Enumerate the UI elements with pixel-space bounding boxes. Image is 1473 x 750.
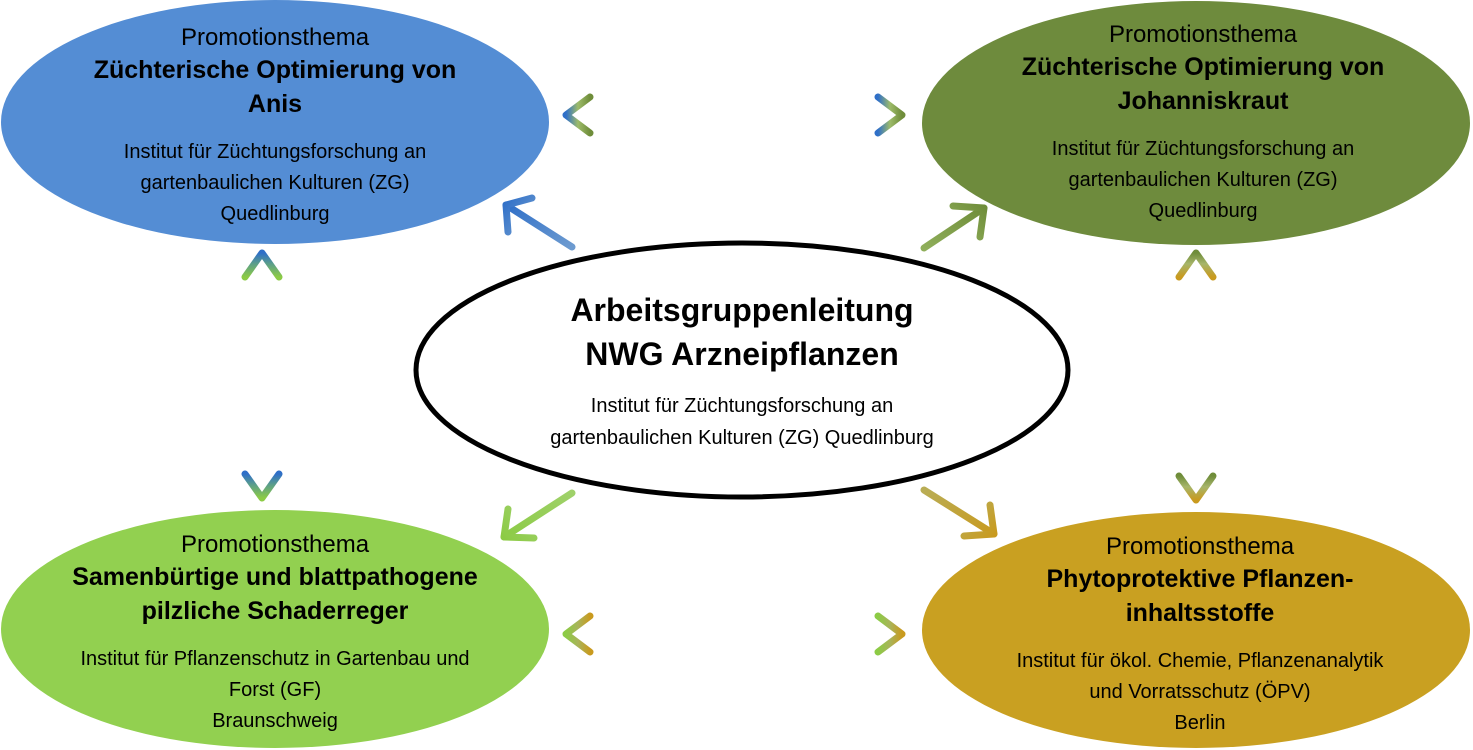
node-inhaltsstoffe-inst-line2: und Vorratsschutz (ÖPV) <box>1089 681 1311 703</box>
center-node: Arbeitsgruppenleitung NWG Arzneipflanzen… <box>442 288 1042 454</box>
node-inhaltsstoffe-title-line2: inhaltsstoffe <box>1125 599 1275 627</box>
center-inst-line2: gartenbaulichen Kulturen (ZG) Quedlinbur… <box>550 427 934 449</box>
node-inhaltsstoffe: Promotionsthema Phytoprotektive Pflanzen… <box>945 532 1455 739</box>
node-pilze: Promotionsthema Samenbürtige und blattpa… <box>10 530 540 737</box>
node-johanniskraut-inst-line1: Institut für Züchtungsforschung an <box>1051 138 1355 160</box>
node-anis-title-line2: Anis <box>247 90 303 118</box>
node-pilze-inst-line1: Institut für Pflanzenschutz in Gartenbau… <box>80 648 470 670</box>
node-anis-inst-line1: Institut für Züchtungsforschung an <box>123 141 427 163</box>
node-anis-inst-line2: gartenbaulichen Kulturen (ZG) <box>140 172 410 194</box>
node-inhaltsstoffe-title-line1: Phytoprotektive Pflanzen- <box>1046 565 1354 593</box>
node-johanniskraut-title-line1: Züchterische Optimierung von <box>1021 53 1385 81</box>
arrow-center-johanniskraut <box>920 202 988 252</box>
node-johanniskraut-inst-line2: gartenbaulichen Kulturen (ZG) <box>1068 169 1338 191</box>
arrow-anis-pilze <box>241 249 283 502</box>
node-inhaltsstoffe-label: Promotionsthema <box>1105 533 1295 560</box>
arrow-center-anis <box>502 194 576 251</box>
arrow-johanniskraut-inhaltsstoffe <box>1175 249 1217 504</box>
center-inst-line1: Institut für Züchtungsforschung an <box>590 395 894 417</box>
node-pilze-ellipse <box>1 510 549 748</box>
node-inhaltsstoffe-ellipse <box>922 512 1470 748</box>
arrow-center-pilze <box>500 489 576 542</box>
node-anis-label: Promotionsthema <box>180 24 370 51</box>
node-pilze-title-line2: pilzliche Schaderreger <box>141 597 409 625</box>
center-title-line2: NWG Arzneipflanzen <box>585 336 899 372</box>
node-inhaltsstoffe-inst-line3: Berlin <box>1174 712 1226 734</box>
arrow-pilze-inhaltsstoffe <box>562 612 906 656</box>
node-johanniskraut-inst-line3: Quedlinburg <box>1148 200 1258 222</box>
node-inhaltsstoffe-inst-line1: Institut für ökol. Chemie, Pflanzenanaly… <box>1016 650 1384 672</box>
node-johanniskraut-ellipse <box>922 1 1470 245</box>
node-pilze-inst-line3: Braunschweig <box>212 710 338 732</box>
node-pilze-label: Promotionsthema <box>180 531 370 558</box>
arrow-anis-johanniskraut <box>562 93 906 137</box>
node-johanniskraut-label: Promotionsthema <box>1108 21 1298 48</box>
center-ellipse <box>413 240 1071 500</box>
node-anis-title-line1: Züchterische Optimierung von <box>93 56 457 84</box>
node-pilze-inst-line2: Forst (GF) <box>228 679 322 701</box>
node-anis: Promotionsthema Züchterische Optimierung… <box>30 23 520 230</box>
node-johanniskraut-title-line2: Johanniskraut <box>1117 87 1289 115</box>
node-pilze-title-line1: Samenbürtige und blattpathogene <box>72 563 478 591</box>
node-anis-ellipse <box>1 0 549 244</box>
center-title-line1: Arbeitsgruppenleitung <box>570 292 914 328</box>
node-anis-inst-line3: Quedlinburg <box>220 203 330 225</box>
arrow-center-inhaltsstoffe <box>920 486 998 540</box>
node-johanniskraut: Promotionsthema Züchterische Optimierung… <box>958 20 1448 227</box>
